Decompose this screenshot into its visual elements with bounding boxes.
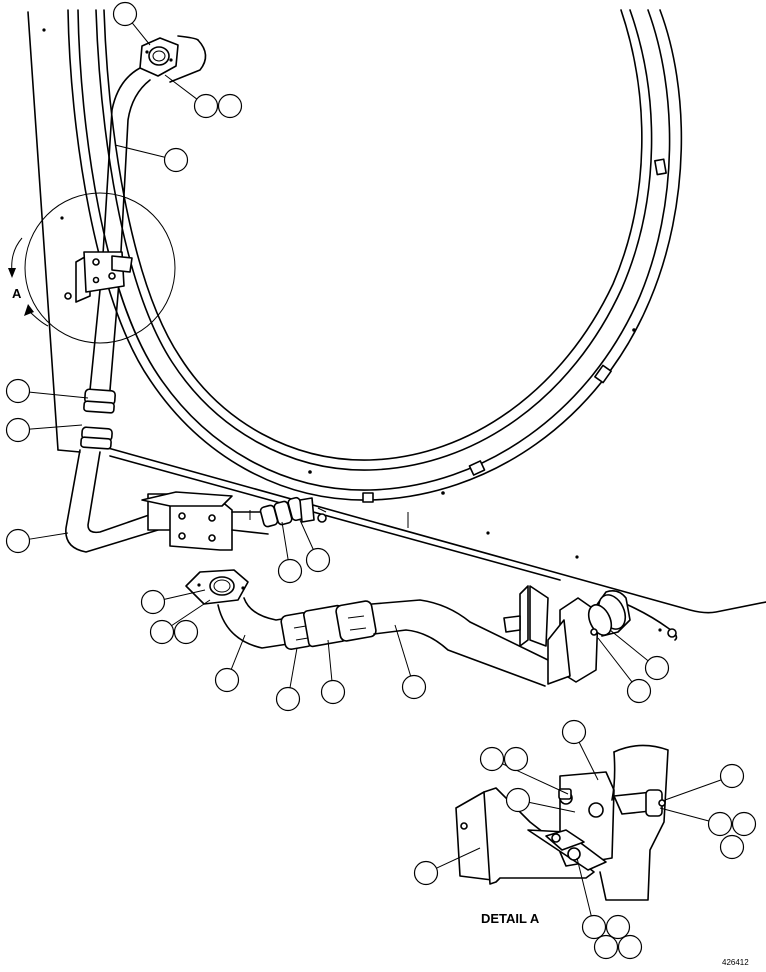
callout-bubble-26 xyxy=(719,834,745,860)
callout-leader-11 xyxy=(171,599,211,627)
callout-bubble-2 xyxy=(193,93,219,119)
callout-leader-21 xyxy=(578,742,599,781)
lower-left-tube xyxy=(65,388,327,553)
callout-bubble-3 xyxy=(217,93,243,119)
callout-bubble-20 xyxy=(503,746,529,772)
callout-bubble-30 xyxy=(593,934,619,960)
callout-bubble-31 xyxy=(617,934,643,960)
lower-tube xyxy=(185,569,631,687)
fan-shroud-ring xyxy=(67,9,683,503)
callout-bubble-23 xyxy=(719,763,745,789)
callout-bubble-27 xyxy=(413,860,439,886)
callout-bubble-25 xyxy=(731,811,757,837)
callout-bubble-6 xyxy=(5,417,31,443)
callout-leader-4 xyxy=(114,144,165,158)
callout-layer xyxy=(5,1,757,960)
view-letter-a: A xyxy=(12,286,22,301)
callout-leader-23 xyxy=(664,779,722,801)
detail-a-bracket xyxy=(455,744,669,901)
callout-bubble-19 xyxy=(479,746,505,772)
callout-leader-17 xyxy=(609,629,649,662)
callout-leader-9 xyxy=(299,519,314,550)
callout-bubble-9 xyxy=(305,547,331,573)
callout-bubble-28 xyxy=(581,914,607,940)
callout-leader-14 xyxy=(289,647,298,688)
callout-leader-1 xyxy=(131,22,151,46)
callout-leader-24 xyxy=(659,807,710,822)
detail-a-label: DETAIL A xyxy=(481,911,540,926)
callout-leader-7 xyxy=(29,532,69,540)
callout-bubble-16 xyxy=(401,674,427,700)
callout-bubble-5 xyxy=(5,378,31,404)
callout-bubble-14 xyxy=(275,686,301,712)
callout-leader-6 xyxy=(29,424,83,430)
detail-a-view-circle xyxy=(8,192,176,344)
callout-leader-5 xyxy=(29,391,89,399)
callout-leader-15 xyxy=(327,639,333,681)
callout-bubble-11 xyxy=(149,619,175,645)
callout-bubble-13 xyxy=(214,667,240,693)
callout-bubble-8 xyxy=(277,558,303,584)
frame-panel xyxy=(27,11,766,641)
callout-leader-13 xyxy=(230,634,246,670)
callout-leader-27 xyxy=(436,847,481,869)
callout-bubble-4 xyxy=(163,147,189,173)
callout-bubble-17 xyxy=(644,655,670,681)
upper-tube xyxy=(89,35,207,391)
callout-bubble-1 xyxy=(112,1,138,27)
callout-bubble-29 xyxy=(605,914,631,940)
callout-bubble-24 xyxy=(707,811,733,837)
callout-bubble-15 xyxy=(320,679,346,705)
callout-leader-8 xyxy=(281,521,289,560)
callout-bubble-18 xyxy=(626,678,652,704)
callout-leader-22 xyxy=(529,801,576,813)
callout-leader-10 xyxy=(164,589,206,600)
drawing-number: 426412 xyxy=(722,958,749,967)
callout-bubble-12 xyxy=(173,619,199,645)
callout-bubble-22 xyxy=(505,787,531,813)
callout-leader-2 xyxy=(164,74,198,100)
callout-leader-28 xyxy=(576,857,592,916)
callout-leader-18 xyxy=(597,637,633,683)
callout-bubble-7 xyxy=(5,528,31,554)
callout-bubble-21 xyxy=(561,719,587,745)
callout-leader-16 xyxy=(394,624,412,677)
callout-bubble-10 xyxy=(140,589,166,615)
